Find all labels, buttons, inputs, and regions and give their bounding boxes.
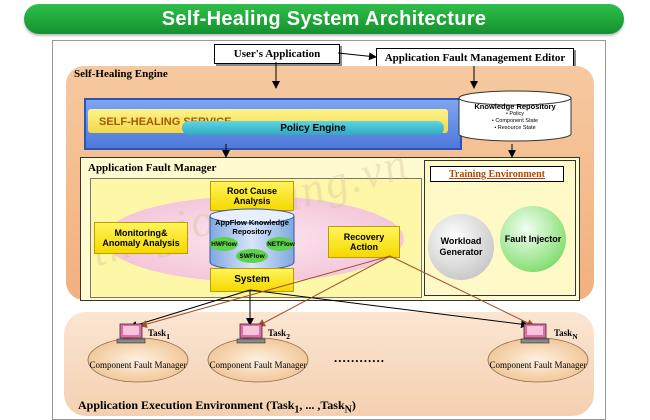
netflow-label: NETFlow xyxy=(267,241,295,248)
knowledge-repository-cylinder xyxy=(458,90,572,142)
task-1-sub: 1 xyxy=(166,331,170,341)
computer-icon xyxy=(236,323,266,344)
swflow-label: SWFlow xyxy=(239,253,265,260)
users-application-box: User's Application xyxy=(214,44,340,64)
recovery-to-task1-arrow xyxy=(139,255,391,328)
root-cause-analysis-box: Root Cause Analysis xyxy=(210,181,294,211)
self-healing-engine-label: Self-Healing Engine xyxy=(74,68,168,80)
cfm-label-n: Component Fault Manager xyxy=(489,360,587,370)
repo-item-resource-state: • Resource State xyxy=(494,124,536,131)
task-ellipsis: ............ xyxy=(334,350,385,365)
diagram-title: Self-Healing System Architecture xyxy=(24,4,624,34)
fault-injector-circle: Fault Injector xyxy=(500,206,566,272)
env-label-start: Application Execution Environment (Task xyxy=(78,398,295,412)
system-box: System xyxy=(210,268,294,292)
recovery-action-box: Recovery Action xyxy=(328,226,400,258)
execution-environment-label: Application Execution Environment (Task1… xyxy=(78,398,356,415)
repo-item-component-state: • Component State xyxy=(491,117,539,124)
task-2-sub: 2 xyxy=(286,331,290,341)
task-n-name: Task xyxy=(554,328,573,338)
repo-item-policy: • Policy xyxy=(505,111,525,117)
application-fault-manager-label: Application Fault Manager xyxy=(88,162,217,174)
task-n-label: TaskN xyxy=(554,328,578,341)
app-to-editor-arrow xyxy=(337,52,377,61)
env-label-sub1: 1 xyxy=(294,404,300,416)
recovery-to-task2-arrow xyxy=(257,255,391,327)
env-label-subn: N xyxy=(344,404,352,416)
task-n-sub: N xyxy=(572,331,578,341)
task-1-label: Task1 xyxy=(148,328,170,341)
task-1-name: Task xyxy=(148,328,167,338)
system-to-taskn-arrow xyxy=(249,289,529,329)
env-label-mid: , ... ,Task xyxy=(299,398,345,412)
cfm-label-2: Component Fault Manager xyxy=(209,360,307,370)
recovery-to-taskn-arrow xyxy=(389,255,535,327)
appflow-repository-label: AppFlow Knowledge Repository xyxy=(215,218,289,236)
task-2-label: Task2 xyxy=(268,328,290,341)
hwflow-label: HWFlow xyxy=(211,241,237,248)
cfm-label-1: Component Fault Manager xyxy=(89,360,187,370)
knowledge-repository-title: Knowledge Repository xyxy=(474,102,556,111)
env-label-end: ) xyxy=(351,398,356,412)
training-environment-label: Training Environment xyxy=(430,166,564,182)
computer-icon xyxy=(116,323,146,344)
policy-engine-bar: Policy Engine xyxy=(182,121,444,135)
knowledge-repository-items: • Policy • Component State • Resource St… xyxy=(458,111,572,132)
workload-generator-circle: Workload Generator xyxy=(428,214,494,280)
monitoring-anomaly-box: Monitoring& Anomaly Analysis xyxy=(94,222,188,254)
task-2-name: Task xyxy=(268,328,287,338)
computer-icon xyxy=(520,323,550,344)
system-to-task1-arrow xyxy=(129,289,251,329)
appflow-repository-cylinder xyxy=(209,208,295,271)
